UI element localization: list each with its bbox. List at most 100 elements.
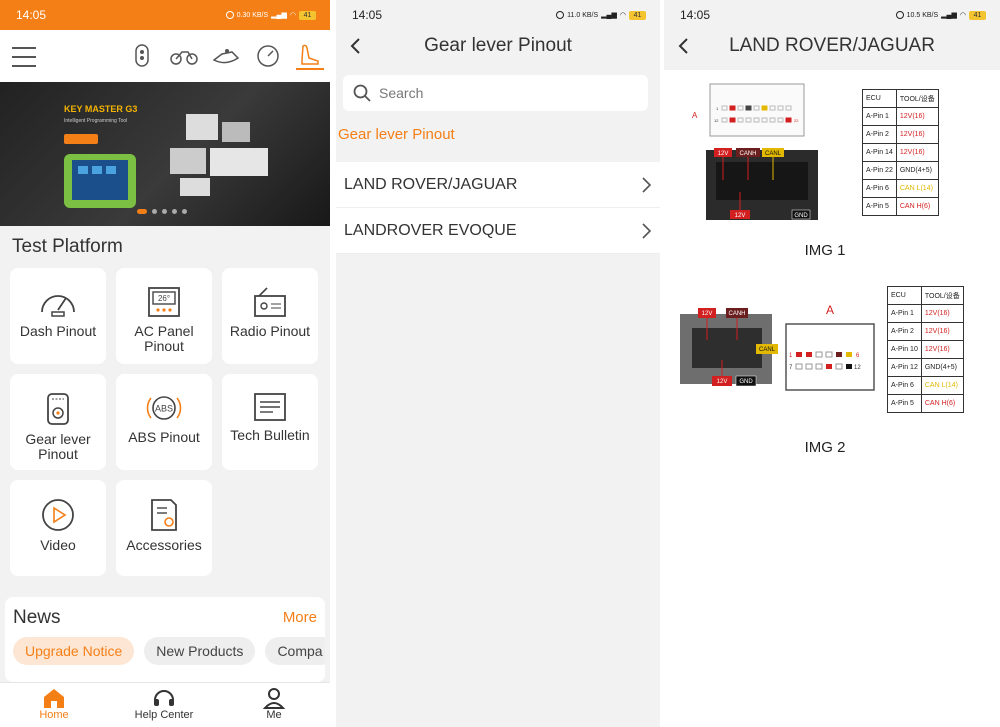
list-item-land-rover-jaguar[interactable]: LAND ROVER/JAGUAR — [336, 162, 660, 208]
section-title: Test Platform — [12, 236, 123, 257]
svg-text:12: 12 — [854, 365, 861, 371]
speedometer-icon — [41, 295, 75, 317]
pinout-detail-screen: 14:05 10.5 KB/S ▂▄▆ ◠ 41 LAND ROVER/JAGU… — [664, 0, 1000, 727]
top-toolbar — [0, 30, 330, 82]
svg-text:A: A — [826, 303, 834, 317]
status-bar: 14:05 0.30 KB/S ▂▄▆ ◠ 41 — [0, 0, 330, 30]
section-label: Gear lever Pinout — [338, 126, 455, 143]
gear-lever-list-screen: 14:05 11.0 KB/S ▂▄▆ ◠ 41 Gear lever Pino… — [336, 0, 660, 727]
svg-text:12: 12 — [714, 118, 719, 123]
chip-upgrade-notice[interactable]: Upgrade Notice — [13, 637, 135, 665]
jet-ski-icon[interactable] — [212, 42, 240, 70]
bulletin-icon — [254, 393, 286, 421]
svg-text:1: 1 — [789, 353, 793, 359]
alarm-icon — [556, 11, 565, 19]
svg-text:A: A — [692, 111, 698, 120]
svg-text:CANH: CANH — [728, 311, 745, 317]
headset-icon — [154, 690, 174, 706]
wifi-icon: ◠ — [959, 12, 966, 19]
network-speed: 0.30 KB/S — [236, 11, 269, 19]
card-dash-pinout[interactable]: Dash Pinout — [10, 268, 106, 364]
card-label: Gear lever Pinout — [25, 431, 91, 462]
card-tech-bulletin[interactable]: Tech Bulletin — [222, 374, 318, 470]
chevron-right-icon — [642, 177, 652, 193]
card-label: Tech Bulletin — [230, 427, 310, 443]
chip-company[interactable]: Compa — [265, 637, 325, 665]
play-icon — [42, 499, 74, 531]
category-tabs — [128, 42, 324, 70]
svg-text:7: 7 — [789, 365, 793, 371]
user-icon — [262, 688, 286, 709]
card-accessories[interactable]: Accessories — [116, 480, 212, 576]
header: LAND ROVER/JAGUAR — [664, 30, 1000, 70]
status-time: 14:05 — [352, 8, 383, 22]
banner-button — [64, 134, 98, 144]
banner-subtitle: Intelligent Programming Tool — [64, 118, 128, 124]
status-time: 14:05 — [680, 8, 711, 22]
svg-text:12V: 12V — [735, 213, 746, 219]
abs-icon: ABS — [146, 396, 182, 420]
card-abs-pinout[interactable]: ABS ABS Pinout — [116, 374, 212, 470]
status-time: 14:05 — [16, 8, 47, 22]
chevron-right-icon — [642, 223, 652, 239]
news-section: News More Upgrade Notice New Products Co… — [5, 597, 325, 682]
img1-connector-diagram: A 1 12 22 12V CANH CANL 12V GND — [692, 83, 818, 220]
card-radio-pinout[interactable]: Radio Pinout — [222, 268, 318, 364]
banner-tablet-image — [64, 154, 136, 208]
alarm-icon — [225, 11, 234, 19]
svg-text:12V: 12V — [718, 151, 729, 157]
banner-vehicles-image — [170, 114, 268, 196]
menu-icon[interactable] — [12, 47, 36, 74]
signal-icon: ▂▄▆ — [271, 12, 287, 19]
card-label: Dash Pinout — [19, 323, 97, 339]
gauge-icon[interactable] — [254, 42, 282, 70]
search-placeholder: Search — [379, 85, 424, 101]
svg-text:ABS: ABS — [155, 404, 173, 414]
page-title: Gear lever Pinout — [424, 35, 572, 56]
card-gear-lever-pinout[interactable]: Gear lever Pinout — [10, 374, 106, 470]
back-arrow-icon[interactable] — [674, 36, 694, 56]
home-icon — [44, 689, 64, 708]
svg-text:CANL: CANL — [765, 151, 782, 157]
nav-home[interactable]: Home — [14, 687, 94, 721]
promo-banner[interactable]: KEY MASTER G3 Intelligent Programming To… — [0, 82, 330, 226]
gear-lever-icon[interactable] — [296, 42, 324, 70]
bottom-nav: Home Help Center Me — [0, 682, 330, 727]
signal-icon: ▂▄▆ — [941, 12, 957, 19]
network-speed: 11.0 KB/S — [567, 11, 599, 19]
motorcycle-icon[interactable] — [170, 42, 198, 70]
svg-text:1: 1 — [716, 106, 719, 111]
svg-text:GND: GND — [794, 213, 808, 219]
svg-text:GND: GND — [739, 379, 753, 385]
page-title: LAND ROVER/JAGUAR — [729, 35, 935, 56]
car-key-icon[interactable] — [128, 42, 156, 70]
news-chips: Upgrade Notice New Products Compa — [13, 637, 325, 665]
chip-new-products[interactable]: New Products — [144, 637, 256, 665]
header: Gear lever Pinout — [336, 30, 660, 70]
search-input[interactable]: Search — [343, 75, 648, 111]
svg-text:12V: 12V — [717, 379, 728, 385]
network-speed: 10.5 KB/S — [906, 11, 939, 19]
wifi-icon: ◠ — [289, 12, 296, 19]
card-ac-panel-pinout[interactable]: 26° AC Panel Pinout — [116, 268, 212, 364]
back-arrow-icon[interactable] — [346, 36, 366, 56]
radio-icon — [254, 287, 286, 317]
signal-icon: ▂▄▆ — [601, 12, 617, 19]
news-more-link[interactable]: More — [282, 609, 317, 626]
svg-text:26°: 26° — [158, 294, 170, 303]
search-icon — [353, 84, 371, 102]
nav-me[interactable]: Me — [234, 687, 314, 721]
nav-help-center[interactable]: Help Center — [124, 687, 204, 721]
card-label: Radio Pinout — [229, 323, 311, 339]
svg-text:CANH: CANH — [739, 151, 756, 157]
battery-icon: 41 — [629, 10, 646, 20]
card-video[interactable]: Video — [10, 480, 106, 576]
news-title: News — [13, 607, 61, 628]
list-item-landrover-evoque[interactable]: LANDROVER EVOQUE — [336, 208, 660, 254]
alarm-icon — [895, 11, 904, 19]
home-screen: 14:05 0.30 KB/S ▂▄▆ ◠ 41 KEY MASTER G3 I… — [0, 0, 330, 727]
carousel-dots — [137, 209, 187, 214]
gear-lever-icon — [47, 393, 69, 425]
